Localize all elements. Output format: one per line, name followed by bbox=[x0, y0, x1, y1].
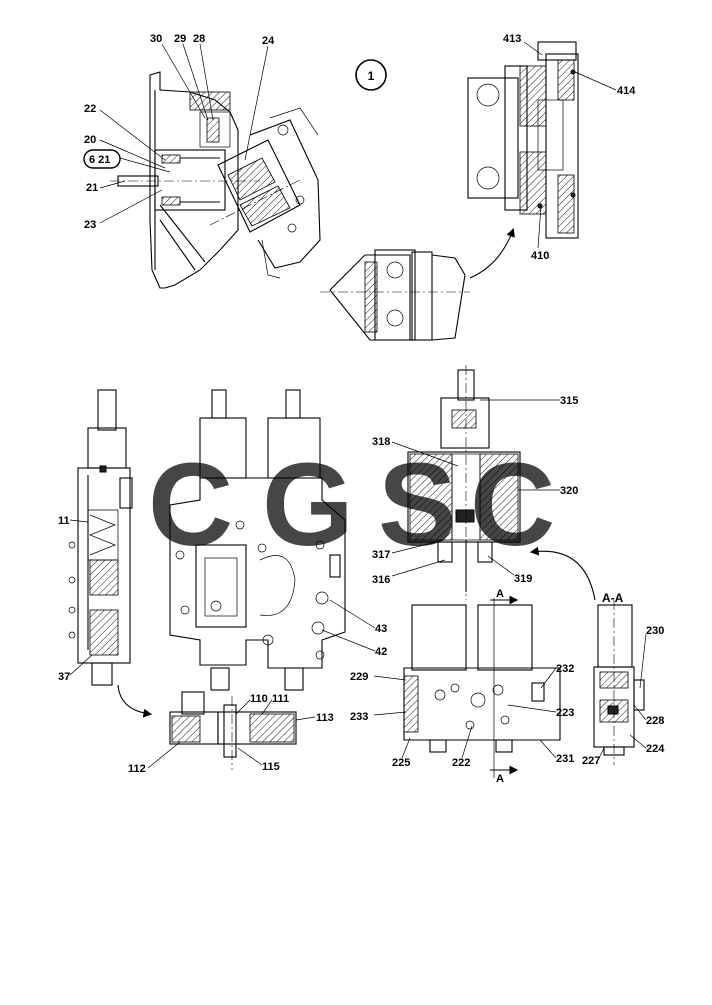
section-a-a-view bbox=[593, 600, 645, 765]
callout-110: 110 bbox=[250, 693, 268, 705]
callout-23: 23 bbox=[84, 219, 96, 231]
callout-labels: 30 29 28 24 22 20 6 21 21 23 413 414 410… bbox=[58, 33, 665, 785]
spool-detail-view bbox=[169, 691, 297, 770]
callout-24: 24 bbox=[262, 35, 275, 47]
callout-316: 316 bbox=[372, 574, 390, 586]
callout-42: 42 bbox=[375, 646, 387, 658]
callout-320: 320 bbox=[560, 485, 578, 497]
pump-section-view bbox=[110, 71, 321, 289]
callout-21: 21 bbox=[86, 182, 98, 194]
callout-228: 228 bbox=[646, 715, 664, 727]
callout-20: 20 bbox=[84, 134, 96, 146]
callout-28: 28 bbox=[193, 33, 205, 45]
callout-6-21: 6 21 bbox=[89, 154, 110, 166]
callout-222: 222 bbox=[452, 757, 470, 769]
manifold-front-view bbox=[403, 595, 561, 778]
flange-detail-view bbox=[467, 41, 579, 239]
watermark-letter-g: G bbox=[262, 439, 354, 571]
sheet-marker-circle bbox=[355, 59, 387, 91]
section-arrow-label-bottom: A bbox=[496, 773, 504, 785]
callout-230: 230 bbox=[646, 625, 664, 637]
callout-227: 227 bbox=[582, 755, 600, 767]
section-arrow-label-top: A bbox=[496, 588, 504, 600]
callout-413: 413 bbox=[503, 33, 521, 45]
sheet-marker: 1 bbox=[368, 69, 375, 83]
callout-224: 224 bbox=[646, 743, 665, 755]
callout-113: 113 bbox=[316, 712, 334, 724]
callout-111: 111 bbox=[272, 693, 289, 705]
callout-410: 410 bbox=[531, 250, 549, 262]
callout-414: 414 bbox=[617, 85, 636, 97]
callout-37: 37 bbox=[58, 671, 70, 683]
watermark-letter-s: S bbox=[378, 439, 457, 571]
cartridge-section-view bbox=[407, 365, 596, 601]
callout-oval bbox=[83, 149, 121, 169]
small-pump-view bbox=[320, 227, 515, 341]
callout-29: 29 bbox=[174, 33, 186, 45]
callout-233: 233 bbox=[350, 711, 368, 723]
watermark-letter-c: C bbox=[148, 439, 233, 571]
watermark-letter-c2: C bbox=[470, 439, 555, 571]
callout-22: 22 bbox=[84, 103, 96, 115]
callout-30: 30 bbox=[150, 33, 162, 45]
callout-317: 317 bbox=[372, 549, 390, 561]
watermark: C G S C bbox=[148, 439, 555, 571]
section-label: A-A bbox=[602, 591, 624, 605]
callout-318: 318 bbox=[372, 436, 390, 448]
callout-43: 43 bbox=[375, 623, 387, 635]
callout-115: 115 bbox=[262, 761, 280, 773]
callout-231: 231 bbox=[556, 753, 574, 765]
callout-319: 319 bbox=[514, 573, 532, 585]
callout-232: 232 bbox=[556, 663, 574, 675]
callout-112: 112 bbox=[128, 763, 146, 775]
valve-side-section bbox=[68, 389, 153, 718]
callout-225: 225 bbox=[392, 757, 410, 769]
callout-11: 11 bbox=[58, 515, 70, 527]
leader-lines bbox=[69, 41, 647, 769]
callout-315: 315 bbox=[560, 395, 578, 407]
valve-block-front-view bbox=[169, 389, 346, 691]
callout-229: 229 bbox=[350, 671, 368, 683]
callout-223: 223 bbox=[556, 707, 574, 719]
